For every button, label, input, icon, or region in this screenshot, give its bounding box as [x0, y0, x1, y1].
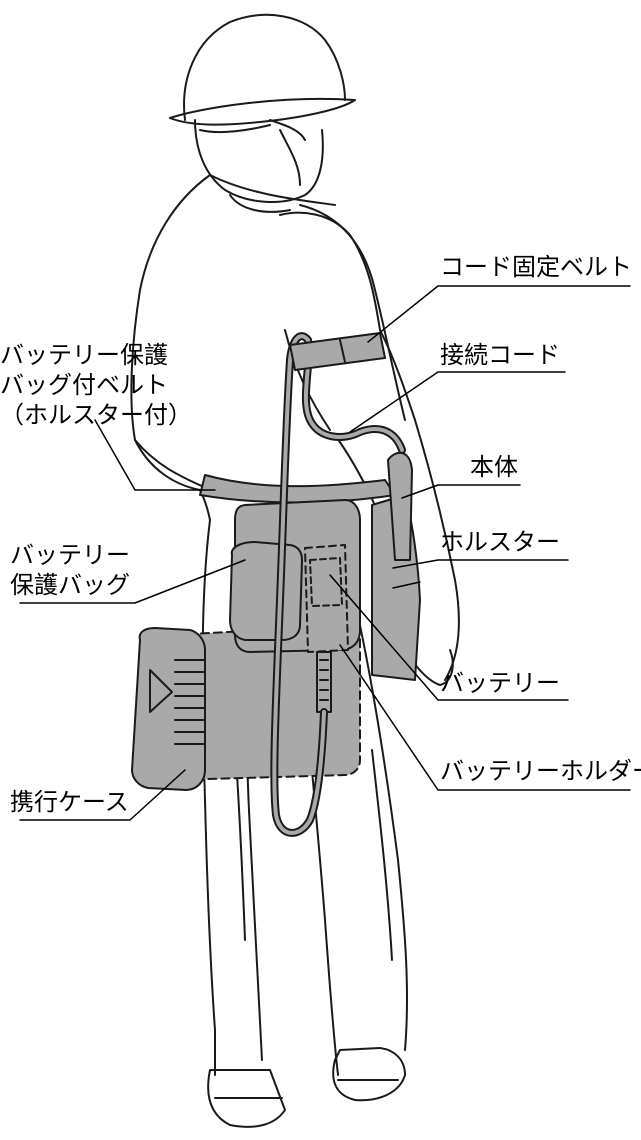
leader-main-unit [401, 484, 521, 499]
label-cord-fixing-belt: コード固定ベルト [440, 253, 632, 281]
label-holster: ホルスター [440, 528, 560, 556]
label-connection-cord: 接続コード [440, 341, 560, 369]
leader-belt [94, 419, 216, 491]
carry-case [131, 624, 361, 791]
leader-connection-cord [349, 371, 566, 433]
label-battery-holder: バッテリーホルダー [440, 757, 641, 785]
belt [199, 474, 396, 504]
label-carry-case: 携行ケース [10, 788, 129, 816]
cord-fixing-belt [289, 332, 386, 371]
helmet-head [169, 13, 356, 213]
label-battery-bag: バッテリー 保護バッグ [10, 540, 130, 600]
leader-battery-holder [339, 644, 631, 791]
label-battery-bag-line1: バッテリー [10, 541, 130, 569]
label-battery-belt: バッテリー保護 バッグ付ベルト （ホルスター付） [0, 340, 200, 430]
leader-battery [329, 574, 569, 701]
connector-plug [316, 651, 332, 713]
leader-holster-2 [392, 581, 421, 589]
battery-holder [304, 544, 349, 653]
connection-cord [270, 332, 406, 837]
leader-carry-case [19, 769, 186, 821]
leader-holster [392, 559, 569, 569]
shoes [207, 1047, 406, 1128]
label-battery-belt-line1: バッテリー保護 [0, 341, 168, 369]
leader-lines [19, 285, 631, 821]
leader-bag [19, 559, 246, 604]
label-battery-bag-line2: 保護バッグ [10, 571, 130, 599]
leader-cord-belt [367, 285, 631, 343]
label-main-unit: 本体 [470, 453, 518, 481]
label-battery: バッテリー [440, 669, 560, 697]
label-battery-belt-line3: （ホルスター付） [0, 401, 192, 429]
label-battery-belt-line2: バッグ付ベルト [0, 371, 168, 399]
